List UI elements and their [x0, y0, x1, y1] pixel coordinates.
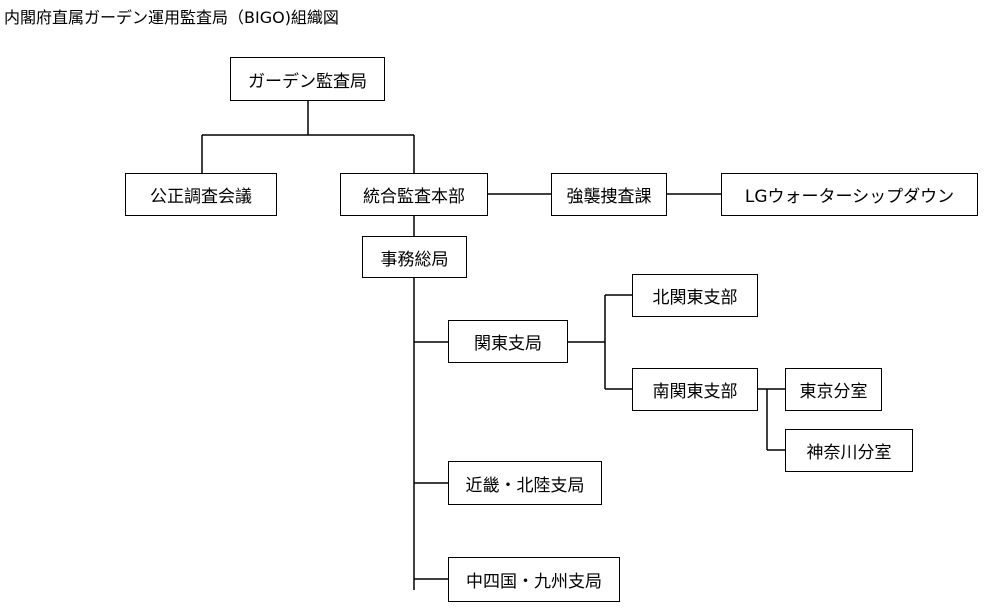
- box-kinki-hokuriku-branch: 近畿・北陸支局: [448, 461, 602, 505]
- box-kita-kanto-office: 北関東支部: [632, 274, 758, 317]
- box-chushikoku-kyushu-branch: 中四国・九州支局: [448, 557, 620, 602]
- box-kanto-branch: 関東支局: [448, 320, 568, 363]
- box-minami-kanto-office: 南関東支部: [632, 368, 758, 411]
- chart-title: 内閣府直属ガーデン運用監査局（BIGO)組織図: [4, 8, 339, 27]
- box-tokyo-room: 東京分室: [785, 368, 882, 411]
- box-kanagawa-room: 神奈川分室: [785, 429, 913, 472]
- box-lg-watership-down: LGウォーターシップダウン: [721, 173, 978, 216]
- box-garden-audit-bureau: ガーデン監査局: [230, 57, 385, 101]
- box-integrated-audit-hq: 統合監査本部: [340, 173, 488, 216]
- box-fair-investigation-council: 公正調査会議: [125, 173, 277, 216]
- box-raid-investigation-section: 強襲捜査課: [551, 173, 667, 216]
- box-general-secretariat: 事務総局: [362, 236, 467, 278]
